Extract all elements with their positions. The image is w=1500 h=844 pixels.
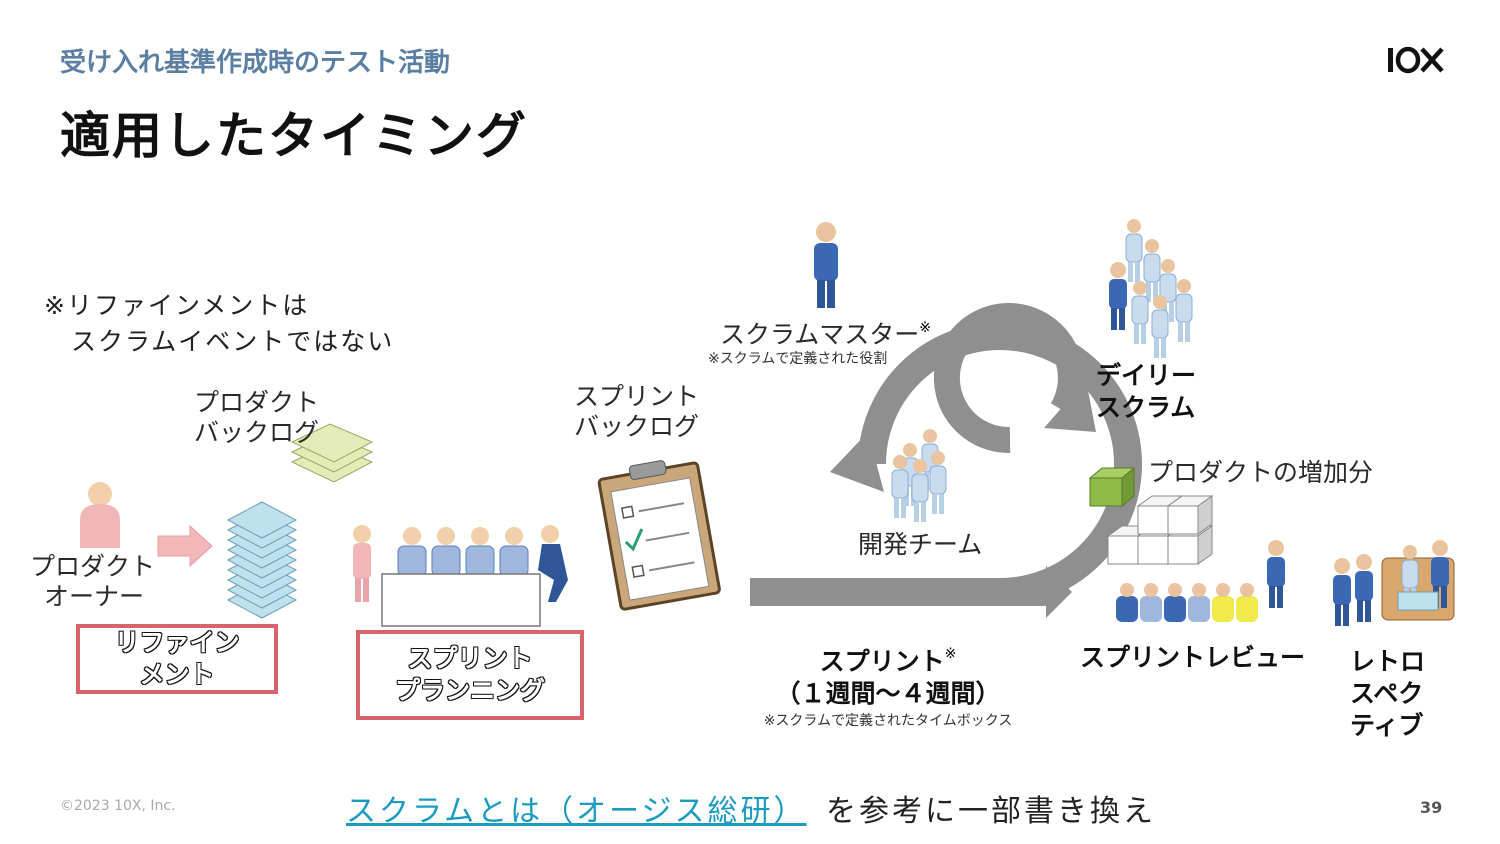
sprint-planning-figures xyxy=(353,525,568,627)
section-subtitle: 受け入れ基準作成時のテスト活動 xyxy=(60,48,451,78)
source-note: を参考に一部書き換え xyxy=(826,794,1156,829)
scrum-master-label: スクラムマスター※ ※スクラムで定義された役割 xyxy=(708,320,931,368)
product-owner-line-1: プロダクト xyxy=(30,552,156,581)
refinement-line-2: メント xyxy=(139,659,215,689)
note-line-1: ※リファインメントは xyxy=(44,291,310,320)
retrospective-label: レトロ スペク ティブ xyxy=(1350,646,1425,742)
sprint-review-figures xyxy=(1116,540,1285,622)
product-owner-line-2: オーナー xyxy=(44,582,145,611)
brand-logo xyxy=(1388,46,1444,74)
product-backlog-line-2: バックログ xyxy=(194,418,320,447)
sprint-note: ※スクラムで定義されたタイムボックス xyxy=(763,713,1013,729)
product-backlog-label: プロダクト バックログ xyxy=(194,388,319,448)
daily-scrum-line-1: デイリー xyxy=(1096,361,1197,390)
arrow-right-icon xyxy=(157,524,213,568)
retrospective-figures xyxy=(1333,540,1455,626)
scrum-master-mark: ※ xyxy=(919,320,931,336)
refinement-box: リファイン メント xyxy=(76,624,278,694)
daily-scrum-line-2: スクラム xyxy=(1096,393,1196,422)
daily-scrum-label: デイリー スクラム xyxy=(1096,360,1196,424)
sprint-mark: ※ xyxy=(944,646,957,662)
retrospective-line-1: レトロ xyxy=(1350,647,1426,676)
sprint-planning-line-1: スプリント xyxy=(407,643,533,673)
scrum-master-note: ※スクラムで定義された役割 xyxy=(708,351,888,367)
daily-scrum-figures xyxy=(1109,218,1193,359)
refinement-line-1: リファイン xyxy=(114,627,240,657)
page-number: 39 xyxy=(1420,798,1443,817)
sprint-duration: （１週間〜４週間） xyxy=(775,679,1001,708)
sprint-review-label: スプリントレビュー xyxy=(1080,643,1306,672)
product-backlog-line-1: プロダクト xyxy=(194,388,320,417)
sprint-backlog-label: スプリント バックログ xyxy=(574,382,699,442)
product-owner-label: プロダクト オーナー xyxy=(30,552,155,612)
page-title: 適用したタイミング xyxy=(60,107,528,165)
sprint-backlog-clipboard xyxy=(597,460,721,611)
scrum-master-title: スクラムマスター xyxy=(720,320,920,349)
product-increment-label: プロダクトの増加分 xyxy=(1148,458,1374,487)
refinement-note: ※リファインメントは スクラムイベントではない xyxy=(44,288,394,360)
sprint-title: スプリント xyxy=(819,647,945,676)
product-owner-figure xyxy=(80,482,120,548)
product-backlog-stack xyxy=(226,423,374,619)
sprint-backlog-line-2: バックログ xyxy=(574,412,700,441)
sprint-cycle-arrow xyxy=(750,303,1142,618)
dev-team-figures xyxy=(891,428,947,523)
sprint-label: スプリント※ （１週間〜４週間） ※スクラムで定義されたタイムボックス xyxy=(738,646,1038,730)
sprint-planning-box: スプリント プランニング xyxy=(356,630,584,720)
retrospective-line-3: ティブ xyxy=(1350,711,1424,740)
dev-team-label: 開発チーム xyxy=(858,530,983,559)
retrospective-line-2: スペク xyxy=(1350,679,1424,708)
scrum-master-figure xyxy=(814,222,838,308)
copyright: ©2023 10X, Inc. xyxy=(60,798,176,814)
product-increment-cubes xyxy=(1088,466,1213,565)
note-line-2: スクラムイベントではない xyxy=(44,327,395,356)
sprint-planning-line-2: プランニング xyxy=(394,675,545,705)
sprint-backlog-line-1: スプリント xyxy=(574,382,700,411)
source-link[interactable]: スクラムとは（オージス総研） xyxy=(346,794,807,829)
